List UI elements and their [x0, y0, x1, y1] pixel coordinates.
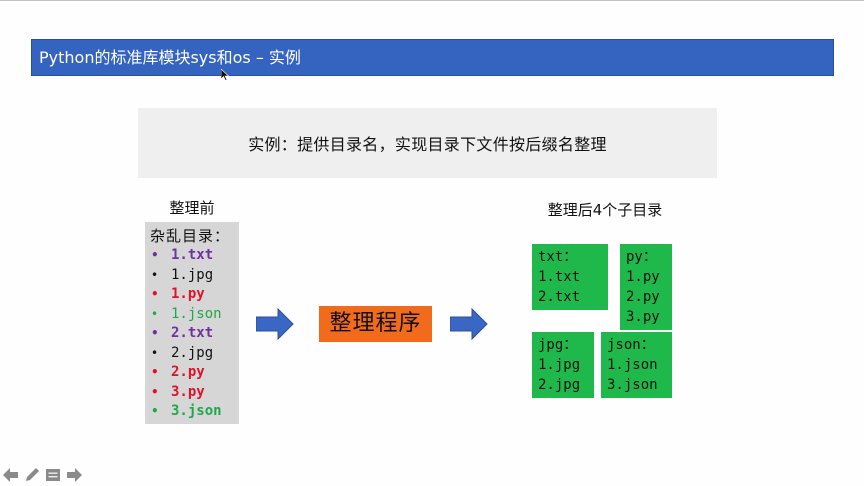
list-item: •2.jpg: [150, 344, 239, 364]
list-item: •2.py: [150, 363, 239, 383]
messy-directory-box: 杂乱目录： •1.txt •1.jpg •1.py •1.json •2.txt…: [145, 222, 239, 424]
organizer-program-box: 整理程序: [319, 306, 432, 342]
list-item: •1.py: [150, 285, 239, 305]
subdir-header: json：: [607, 337, 655, 353]
subdir-jpg: jpg： 1.jpg 2.jpg: [532, 332, 594, 398]
subdir-json: json： 1.json 3.json: [601, 332, 672, 398]
subdir-file: 1.py: [626, 269, 660, 285]
messy-file-list: •1.txt •1.jpg •1.py •1.json •2.txt •2.jp…: [150, 246, 239, 422]
banner-text: 实例：提供目录名，实现目录下文件按后缀名整理: [248, 135, 607, 154]
bullet-icon: •: [151, 345, 159, 360]
subdir-file: 2.jpg: [538, 377, 581, 393]
example-banner: 实例：提供目录名，实现目录下文件按后缀名整理: [138, 108, 717, 178]
pen-icon: [26, 468, 39, 481]
subdir-file: 1.jpg: [538, 357, 581, 373]
menu-icon: [46, 469, 60, 481]
subdir-py: py： 1.py 2.py 3.py: [620, 244, 672, 330]
arrow-right-icon: [67, 468, 82, 482]
previous-slide-button[interactable]: [2, 467, 20, 483]
top-border: [0, 0, 864, 1]
list-item: •2.txt: [150, 324, 239, 344]
messy-directory-header: 杂乱目录：: [150, 227, 231, 245]
pen-tool-button[interactable]: [23, 467, 41, 483]
list-item: •3.json: [150, 402, 239, 422]
arrow-left-icon: [3, 468, 18, 482]
bullet-icon: •: [151, 248, 159, 262]
right-arrow-icon: [450, 308, 488, 340]
slide-menu-button[interactable]: [44, 467, 62, 483]
bullet-icon: •: [151, 267, 159, 282]
after-label: 整理后4个子目录: [547, 201, 663, 219]
bullet-icon: •: [151, 326, 159, 340]
list-item: •1.txt: [150, 246, 239, 266]
subdir-header: txt：: [538, 249, 578, 265]
subdir-txt: txt： 1.txt 2.txt: [532, 244, 608, 310]
right-arrow-icon: [256, 308, 294, 340]
bullet-icon: •: [151, 384, 159, 399]
slideshow-navigation: [2, 467, 83, 483]
slide-title-bar: Python的标准库模块sys和os – 实例: [31, 39, 834, 76]
bullet-icon: •: [151, 404, 159, 418]
subdir-file: 2.py: [626, 289, 660, 305]
list-item: •1.jpg: [150, 266, 239, 286]
bullet-icon: •: [151, 365, 159, 379]
list-item: •3.py: [150, 383, 239, 403]
subdir-file: 3.json: [607, 377, 658, 393]
before-label: 整理前: [169, 199, 215, 217]
subdir-header: py：: [626, 249, 657, 265]
program-label: 整理程序: [329, 311, 422, 336]
subdir-file: 2.txt: [538, 289, 581, 305]
subdir-file: 1.txt: [538, 269, 581, 285]
slide-title: Python的标准库模块sys和os – 实例: [39, 48, 301, 67]
subdir-file: 1.json: [607, 357, 658, 373]
bullet-icon: •: [151, 287, 159, 301]
bullet-icon: •: [151, 306, 159, 321]
mouse-cursor-icon: [221, 69, 229, 81]
subdir-header: jpg：: [538, 337, 578, 353]
next-slide-button[interactable]: [65, 467, 83, 483]
list-item: •1.json: [150, 305, 239, 325]
subdir-file: 3.py: [626, 309, 660, 325]
